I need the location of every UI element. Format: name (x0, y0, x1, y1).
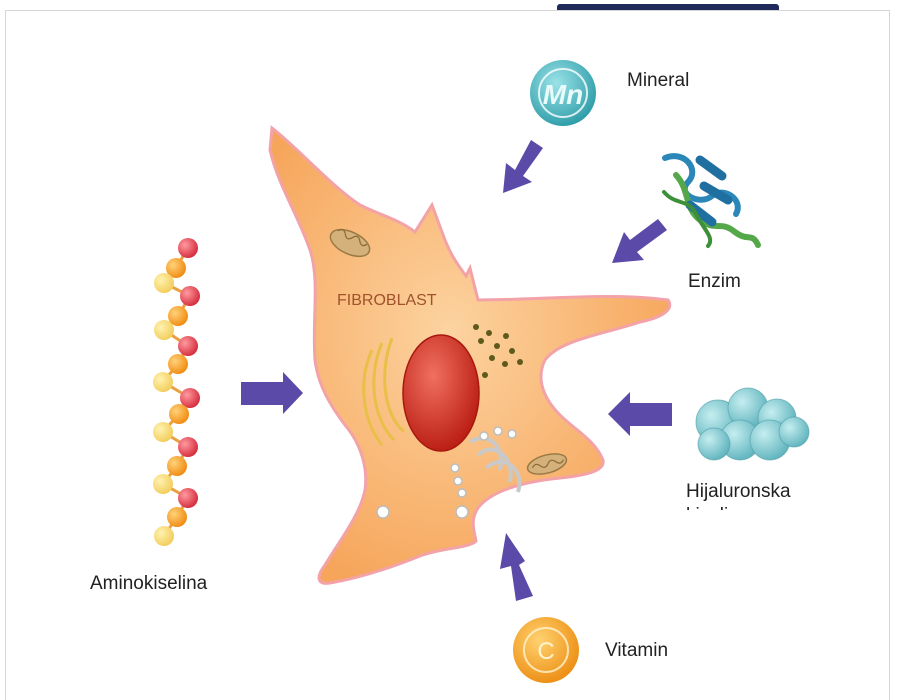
enzim-protein-icon (664, 156, 758, 246)
label-mineral: Mineral (627, 70, 689, 92)
arrow-from-hijaluronska (608, 392, 672, 436)
amino-acid-bead (178, 488, 198, 508)
label-aminokiselina: Aminokiselina (90, 573, 207, 595)
vitamin-symbol: C (537, 638, 554, 665)
label-hijaluronska-kiselina: Hijaluronska kiselina (686, 480, 836, 510)
amino-acid-bead (169, 404, 189, 424)
amino-acid-bead (153, 474, 173, 494)
amino-acid-bead (178, 336, 198, 356)
arrow-from-aminokiselina (241, 372, 303, 414)
amino-acid-bead (153, 422, 173, 442)
amino-acid-bead (167, 507, 187, 527)
label-hijaluronska-line1: Hijaluronska (686, 480, 836, 504)
label-vitamin: Vitamin (605, 640, 668, 662)
vitamin-c-icon: C (513, 617, 579, 683)
arrow-from-vitamin (500, 533, 533, 601)
amino-acid-bead (153, 372, 173, 392)
label-fibroblast: FIBROBLAST (337, 292, 437, 310)
amino-acid-bead (167, 456, 187, 476)
amino-acid-bead (168, 354, 188, 374)
amino-acid-bead (154, 526, 174, 546)
amino-acid-bead (178, 238, 198, 258)
arrow-from-enzim (612, 219, 667, 263)
amino-acid-bead (154, 273, 174, 293)
amino-acid-bead (178, 437, 198, 457)
hyaluronic-acid-icon (696, 388, 809, 460)
amino-acid-bead (154, 320, 174, 340)
amino-acid-bead (180, 286, 200, 306)
mineral-icon: Mn (530, 60, 596, 126)
mineral-symbol: Mn (543, 79, 583, 110)
label-enzim: Enzim (688, 271, 741, 293)
fibroblast-cell (270, 128, 670, 583)
nucleus (403, 335, 479, 451)
amino-acid-chain (153, 238, 200, 546)
arrow-from-mineral (503, 140, 543, 193)
label-hijaluronska-line2: kiselina (686, 504, 836, 510)
